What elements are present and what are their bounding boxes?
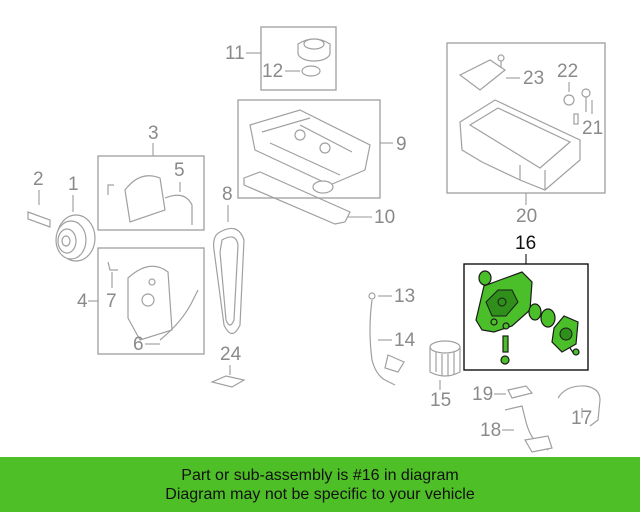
parts-diagram: 11 12 9 10 20 <box>27 26 606 453</box>
valve-cover-gasket-drawing <box>243 171 351 225</box>
part-8[interactable]: 8 <box>213 184 245 335</box>
lower-gasket-drawing <box>159 289 199 341</box>
part-group-9-10[interactable]: 9 10 <box>237 99 407 228</box>
callout-9[interactable]: 9 <box>396 134 407 155</box>
callout-8[interactable]: 8 <box>222 184 233 205</box>
callout-6[interactable]: 6 <box>133 334 144 355</box>
part-group-1-2[interactable]: 2 1 <box>27 169 96 262</box>
banner-line-disclaimer: Diagram may not be specific to your vehi… <box>165 485 475 503</box>
callout-17[interactable]: 17 <box>571 408 592 429</box>
callout-5[interactable]: 5 <box>174 160 185 181</box>
callout-22[interactable]: 22 <box>557 61 578 82</box>
strainer-gasket-drawing <box>507 385 534 399</box>
part-17[interactable]: 17 <box>557 385 601 429</box>
oil-pump-highlight-drawing <box>475 270 580 365</box>
tube-bracket-drawing <box>384 354 405 373</box>
banner-line-part: Part or sub-assembly is #16 in diagram <box>181 466 459 484</box>
upper-timing-cover-drawing <box>107 175 166 223</box>
part-group-4[interactable]: 4 7 6 <box>77 247 205 355</box>
callout-1[interactable]: 1 <box>68 174 79 195</box>
callout-18[interactable]: 18 <box>480 420 501 441</box>
cover-gasket-drawing <box>164 194 193 225</box>
box-9 <box>237 99 381 199</box>
oil-pan-baffle-drawing <box>458 54 507 91</box>
dipstick-tube-drawing <box>369 299 396 386</box>
callout-4[interactable]: 4 <box>77 291 88 312</box>
callout-23[interactable]: 23 <box>523 68 544 89</box>
dowel-drawing <box>107 261 118 271</box>
pump-gasket-drawing <box>557 385 601 427</box>
callout-11[interactable]: 11 <box>225 43 245 64</box>
oil-filter-drawing <box>429 340 461 377</box>
callout-13[interactable]: 13 <box>394 286 415 307</box>
callout-3[interactable]: 3 <box>148 123 159 144</box>
part-24[interactable]: 24 <box>210 344 246 388</box>
callout-19[interactable]: 19 <box>472 384 493 405</box>
part-group-11-12[interactable]: 11 12 <box>225 26 337 91</box>
pulley-bolt-drawing <box>27 211 51 228</box>
callout-24[interactable]: 24 <box>220 344 242 365</box>
part-group-20[interactable]: 20 23 22 21 <box>446 42 606 227</box>
timing-belt-drawing <box>213 227 245 335</box>
part-16-oil-pump[interactable]: 16 <box>463 233 589 371</box>
oil-filler-cap-drawing <box>297 38 331 62</box>
dipstick-bolt-drawing <box>573 88 591 125</box>
callout-14[interactable]: 14 <box>394 330 416 351</box>
callout-2[interactable]: 2 <box>33 169 44 190</box>
part-group-3[interactable]: 3 5 <box>97 123 205 231</box>
callout-21[interactable]: 21 <box>582 118 603 139</box>
crank-pulley-drawing <box>55 214 96 262</box>
callout-15[interactable]: 15 <box>430 390 451 411</box>
part-group-18-19[interactable]: 19 18 <box>472 384 553 453</box>
lower-timing-cover-drawing <box>127 265 173 341</box>
box-3 <box>97 155 205 231</box>
bracket-drawing <box>210 375 246 388</box>
part-15[interactable]: 15 <box>429 340 461 411</box>
callout-10[interactable]: 10 <box>374 207 395 228</box>
info-banner: Part or sub-assembly is #16 in diagram D… <box>0 457 640 512</box>
callout-16[interactable]: 16 <box>515 233 536 254</box>
dipstick-handle-drawing <box>368 292 376 300</box>
callout-12[interactable]: 12 <box>262 61 283 82</box>
oil-pan-drawing <box>459 99 581 191</box>
valve-cover-drawing <box>249 109 371 194</box>
strainer-drawing <box>524 435 553 453</box>
drain-plug-drawing <box>563 94 575 106</box>
callout-20[interactable]: 20 <box>516 206 537 227</box>
box-11-12 <box>260 26 337 91</box>
callout-7[interactable]: 7 <box>106 291 117 312</box>
part-group-13-14[interactable]: 13 14 <box>368 286 416 386</box>
cap-gasket-drawing <box>301 65 321 77</box>
box-16 <box>463 263 589 371</box>
